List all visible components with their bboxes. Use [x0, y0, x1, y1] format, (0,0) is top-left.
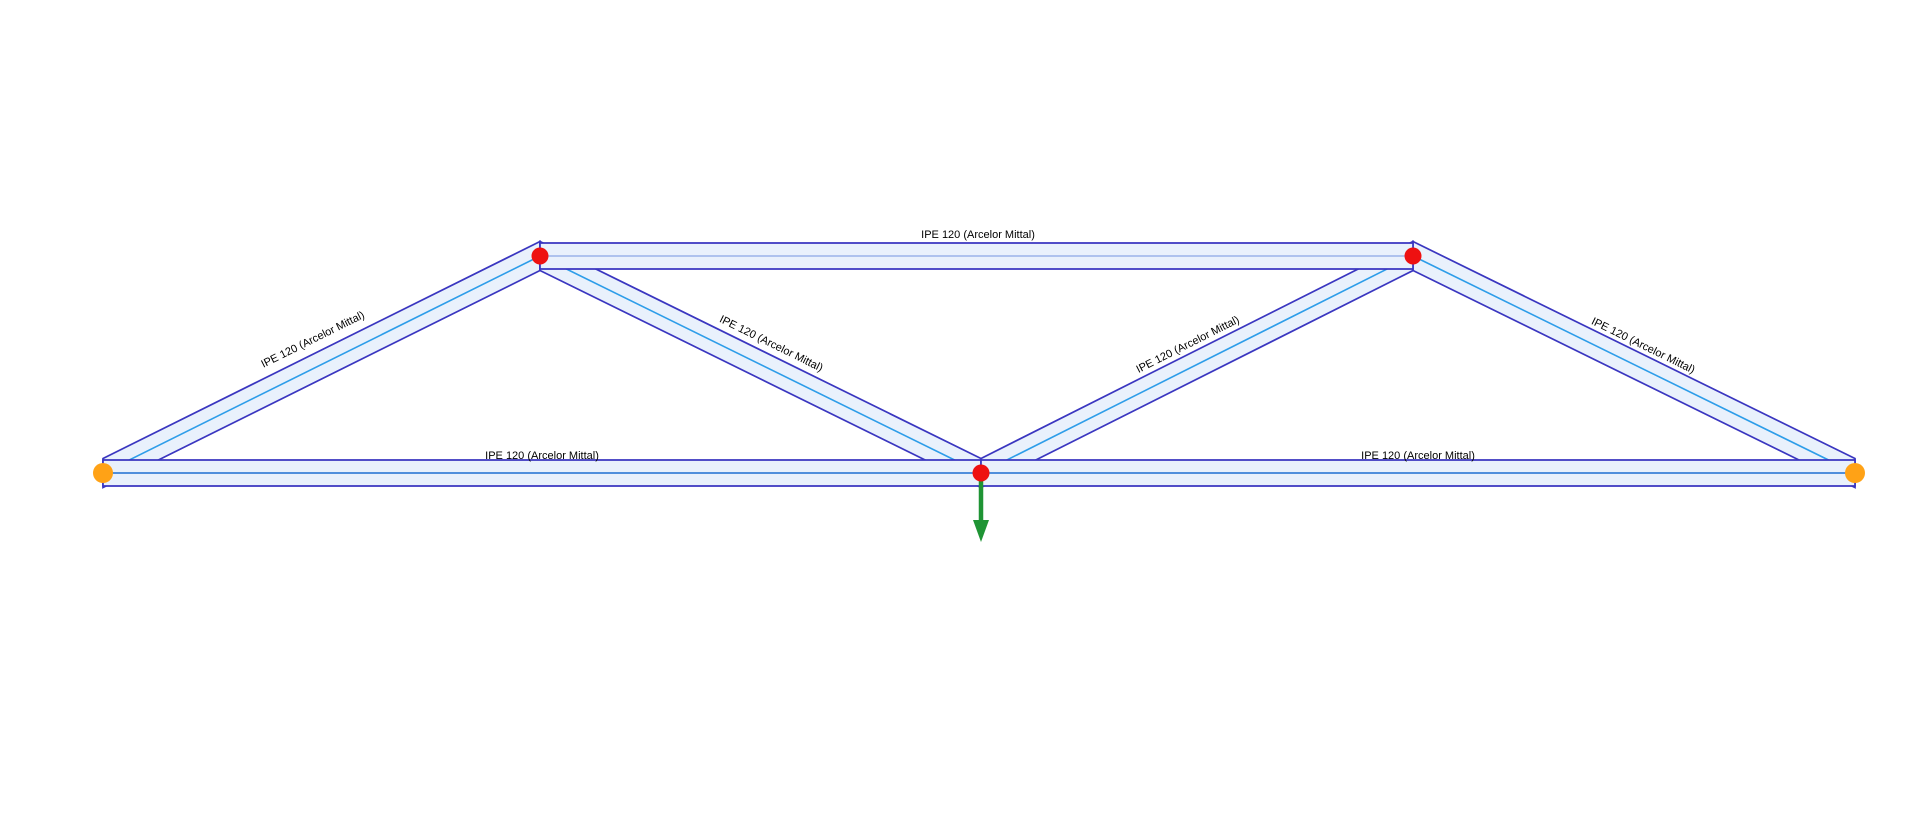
member-section-label: IPE 120 (Arcelor Mittal)	[921, 229, 1035, 241]
support-node-marker[interactable]	[93, 463, 113, 483]
member-axis-line	[539, 255, 982, 474]
member-diagonal	[1412, 240, 1856, 489]
joint-node-marker[interactable]	[1404, 247, 1422, 265]
member-axis-line	[1412, 255, 1856, 474]
member-diagonal	[539, 240, 982, 489]
joint-node-marker[interactable]	[972, 464, 990, 482]
member-top-chord	[539, 242, 1414, 270]
member-diagonal	[980, 240, 1414, 489]
load-arrow-head-icon[interactable]	[973, 520, 989, 542]
joint-node-marker[interactable]	[531, 247, 549, 265]
member-axis-line	[980, 255, 1414, 474]
member-section-label: IPE 120 (Arcelor Mittal)	[1361, 450, 1475, 462]
member-bottom-chord	[102, 459, 982, 487]
member-diagonal	[102, 240, 541, 489]
member-bottom-chord	[980, 459, 1856, 487]
member-section-label: IPE 120 (Arcelor Mittal)	[485, 450, 599, 462]
support-node-marker[interactable]	[1845, 463, 1865, 483]
member-axis-line	[102, 255, 541, 474]
